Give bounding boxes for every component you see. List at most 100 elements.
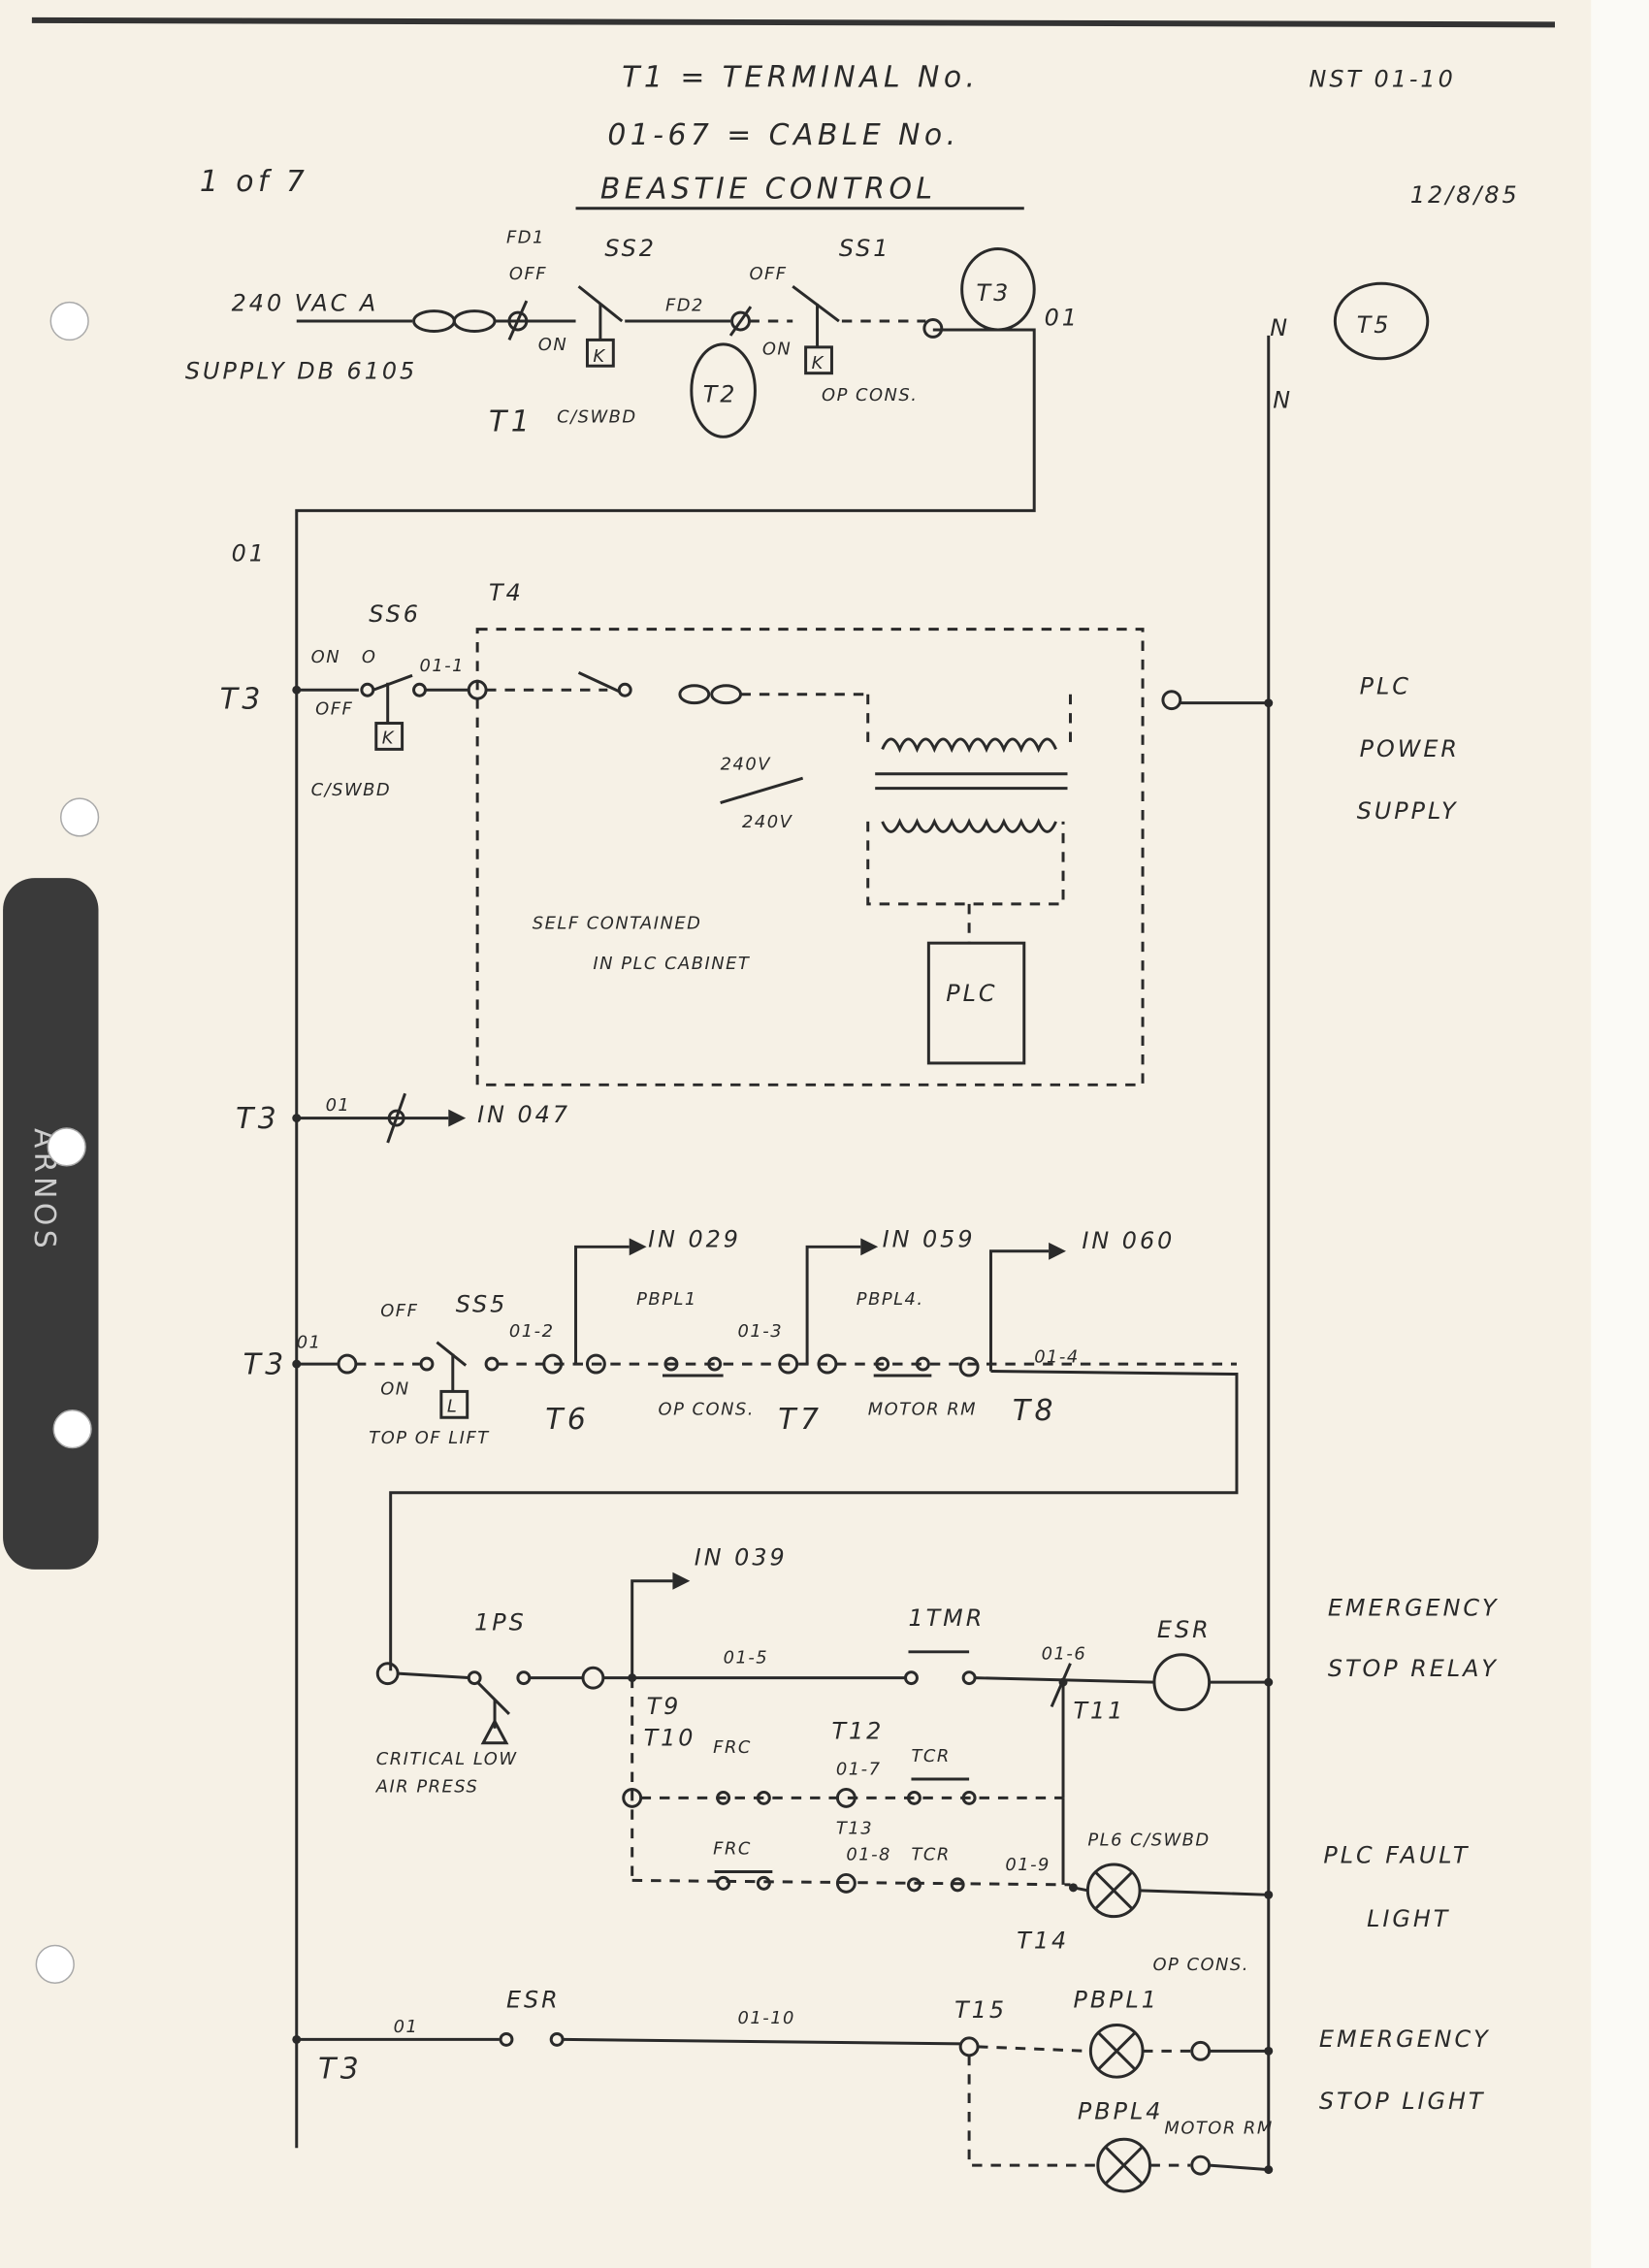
svg-text:C/SWBD: C/SWBD <box>557 406 637 427</box>
svg-text:T2: T2 <box>703 381 738 408</box>
svg-text:01-5: 01-5 <box>724 1648 769 1669</box>
svg-text:T13: T13 <box>836 1819 873 1839</box>
svg-text:C/SWBD: C/SWBD <box>311 780 392 800</box>
svg-text:01: 01 <box>297 1333 322 1353</box>
svg-text:FRC: FRC <box>713 1839 752 1860</box>
svg-text:T4: T4 <box>489 579 524 606</box>
svg-text:OFF: OFF <box>380 1301 418 1321</box>
svg-text:T6: T6 <box>545 1403 590 1437</box>
emergency-stop-relay-rung: 1PS CRITICAL LOW AIR PRESS IN 039 01-5 1… <box>375 1543 1499 1881</box>
svg-text:01-1: 01-1 <box>420 656 466 676</box>
svg-text:OP CONS.: OP CONS. <box>822 385 918 405</box>
svg-text:N: N <box>1270 314 1290 341</box>
svg-text:IN PLC CABINET: IN PLC CABINET <box>593 954 751 974</box>
svg-text:T3: T3 <box>243 1348 288 1382</box>
svg-text:PL6 C/SWBD: PL6 C/SWBD <box>1087 1831 1210 1851</box>
svg-text:TOP OF LIFT: TOP OF LIFT <box>369 1428 490 1448</box>
supply-source: SUPPLY DB 6105 <box>185 358 417 385</box>
svg-text:POWER: POWER <box>1360 735 1460 762</box>
svg-text:240V: 240V <box>721 754 772 774</box>
svg-text:SS6: SS6 <box>369 600 421 628</box>
punch-holes <box>35 301 100 1985</box>
transformer-primary-coil <box>881 737 1057 754</box>
svg-text:T3: T3 <box>236 1102 280 1136</box>
svg-text:IN 060: IN 060 <box>1082 1227 1175 1254</box>
svg-text:T7: T7 <box>778 1403 823 1437</box>
svg-text:TCR: TCR <box>911 1845 950 1865</box>
svg-text:T5: T5 <box>1357 311 1392 339</box>
svg-text:SS1: SS1 <box>839 235 891 262</box>
svg-text:MOTOR RM: MOTOR RM <box>868 1399 977 1419</box>
svg-text:PBPL1: PBPL1 <box>1073 1987 1158 2014</box>
svg-text:240V: 240V <box>742 812 793 832</box>
svg-text:SS2: SS2 <box>604 235 657 262</box>
svg-text:ESR: ESR <box>506 1987 561 2014</box>
svg-text:L: L <box>447 1396 458 1416</box>
svg-text:CRITICAL LOW: CRITICAL LOW <box>376 1749 518 1769</box>
svg-text:TCR: TCR <box>911 1746 950 1766</box>
svg-text:STOP LIGHT: STOP LIGHT <box>1319 2088 1486 2115</box>
svg-text:01-2: 01-2 <box>509 1321 555 1342</box>
svg-text:PLC: PLC <box>1360 673 1411 700</box>
svg-text:SS5: SS5 <box>456 1290 508 1317</box>
svg-text:O: O <box>362 647 377 667</box>
svg-text:STOP RELAY: STOP RELAY <box>1328 1655 1499 1682</box>
svg-text:01-10: 01-10 <box>738 2008 795 2028</box>
svg-text:IN 047: IN 047 <box>477 1101 570 1128</box>
svg-text:T11: T11 <box>1073 1697 1125 1724</box>
svg-text:IN 039: IN 039 <box>695 1543 788 1571</box>
svg-text:OP CONS.: OP CONS. <box>1152 1955 1248 1975</box>
svg-text:K: K <box>593 346 605 367</box>
emergency-stop-light-rung: 01 ESR 01-10 T15 T3 PBPL1 OP CONS. PBPL4… <box>292 1955 1488 2193</box>
svg-text:FRC: FRC <box>713 1737 752 1758</box>
svg-text:N: N <box>1273 386 1293 413</box>
svg-text:01: 01 <box>326 1095 351 1116</box>
svg-text:ON: ON <box>311 647 340 667</box>
svg-text:OFF: OFF <box>509 264 547 284</box>
terminal-legend: T1 = TERMINAL No. <box>622 60 979 94</box>
header: T1 = TERMINAL No. 01-67 = CABLE No. BEAS… <box>200 60 1517 211</box>
reference: NST 01-10 <box>1310 65 1456 92</box>
svg-text:PLC FAULT: PLC FAULT <box>1323 1842 1470 1869</box>
supply-voltage: 240 VAC A <box>232 290 378 317</box>
svg-text:01: 01 <box>1045 304 1080 331</box>
fuse-icon <box>452 309 497 333</box>
svg-text:ON: ON <box>380 1378 409 1399</box>
svg-text:IN 029: IN 029 <box>648 1225 741 1252</box>
svg-text:01: 01 <box>394 2017 419 2037</box>
svg-text:FD1: FD1 <box>506 227 545 247</box>
transformer-secondary-coil <box>881 818 1057 833</box>
svg-text:FD2: FD2 <box>665 296 704 316</box>
page-title: BEASTIE CONTROL <box>600 172 937 206</box>
svg-text:01-4: 01-4 <box>1034 1347 1080 1368</box>
svg-text:1TMR: 1TMR <box>908 1604 985 1632</box>
binder-strip: ARNOS <box>3 878 99 1570</box>
svg-text:T3: T3 <box>220 683 265 717</box>
svg-text:LIGHT: LIGHT <box>1367 1905 1450 1932</box>
svg-text:ESR: ESR <box>1157 1616 1212 1643</box>
svg-text:01: 01 <box>232 540 267 567</box>
svg-text:SUPPLY: SUPPLY <box>1357 797 1459 825</box>
svg-text:AIR PRESS: AIR PRESS <box>375 1776 479 1797</box>
supply-circuit: 240 VAC A SUPPLY DB 6105 K K FD1 OFF SS2… <box>185 227 1430 2170</box>
svg-text:SELF CONTAINED: SELF CONTAINED <box>533 913 702 933</box>
fuse-icon <box>412 309 456 333</box>
svg-text:K: K <box>382 728 395 748</box>
plc-cabinet-boundary <box>475 628 1145 1086</box>
svg-text:IN 059: IN 059 <box>883 1225 976 1252</box>
svg-text:01-8: 01-8 <box>846 1845 891 1865</box>
svg-text:MOTOR RM: MOTOR RM <box>1164 2118 1273 2138</box>
input-rung-in047: T3 01 IN 047 <box>236 1092 570 1144</box>
svg-text:01-6: 01-6 <box>1042 1643 1087 1664</box>
svg-text:T8: T8 <box>1013 1394 1057 1428</box>
plc-power-section: 01 SS6 ON O OFF 01-1 T3 T4 K C/SWBD PLC … <box>220 540 1460 1086</box>
svg-text:01-3: 01-3 <box>738 1321 784 1342</box>
svg-text:OFF: OFF <box>315 699 353 720</box>
plc-fault-light-rung: FRC 01-8 TCR 01-9 PL6 C/SWBD T14 PLC FAU… <box>631 1798 1470 1954</box>
svg-text:OP CONS.: OP CONS. <box>659 1399 755 1419</box>
cable-legend: 01-67 = CABLE No. <box>607 118 959 152</box>
svg-text:01-7: 01-7 <box>836 1760 882 1780</box>
svg-text:1PS: 1PS <box>474 1608 527 1636</box>
